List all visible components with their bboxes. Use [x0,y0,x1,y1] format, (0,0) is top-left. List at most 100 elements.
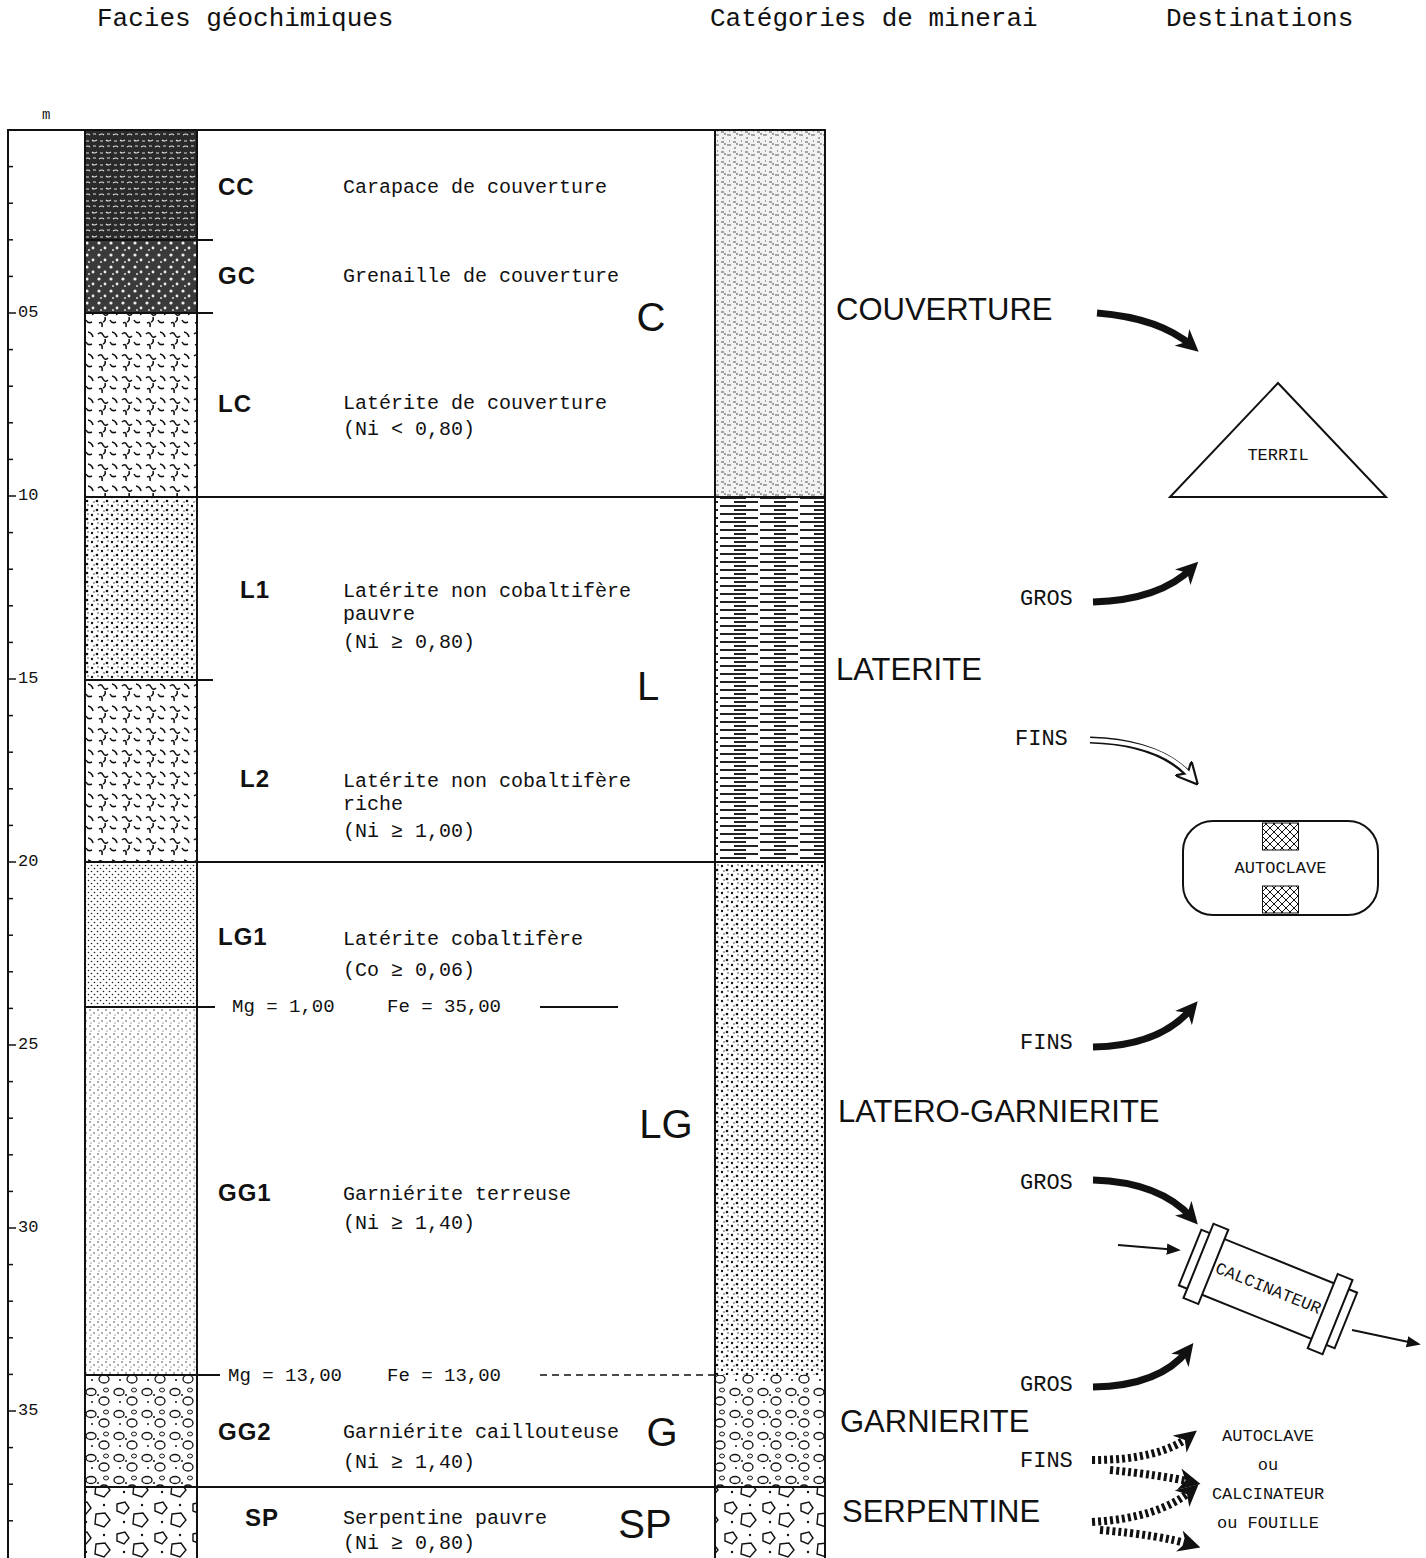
zone-letter: G [646,1409,677,1455]
depth-tick [8,971,13,973]
depth-tick [8,568,13,570]
depth-tick [8,532,13,534]
grade-condition: (Ni < 0,80) [343,418,475,441]
boundary-value: Mg = 1,00 [230,997,337,1019]
depth-tick [8,129,16,131]
depth-tick [8,934,13,936]
facies-description: Latérite non cobaltifère riche [343,770,643,816]
ore-category: SERPENTINE [842,1494,1040,1530]
boundary-value: Mg = 13,00 [226,1366,344,1388]
depth-tick [8,1008,13,1010]
spoil-heap: TERRIL [1168,380,1388,499]
depth-tick [8,1447,13,1449]
ore-category: COUVERTURE [836,292,1052,328]
depth-value: 35 [18,1401,38,1421]
facies-code: LG1 [218,923,268,951]
depth-tick [8,1264,13,1266]
zone-letter: SP [618,1501,671,1547]
size-fraction: GROS [1020,1171,1073,1196]
facies-description: Carapace de couverture [343,176,607,199]
ore-category: LATERITE [836,652,982,688]
grade-condition: (Ni ≥ 1,40) [343,1212,475,1235]
facies-code: CC [218,173,255,201]
facies-description: Garniérite caillouteuse [343,1421,619,1444]
zone-letter: C [637,294,666,340]
facies-code: GC [218,262,256,290]
depth-tick [8,678,16,680]
size-fraction: FINS [1015,727,1068,752]
facies-code: GG2 [218,1418,272,1446]
facies-description: Latérite cobaltifère [343,928,583,951]
depth-tick [8,898,13,900]
depth-tick [8,1410,16,1412]
spoil-heap-outline [1168,380,1388,499]
destination-name: TERRIL [1168,446,1388,465]
depth-tick [8,788,13,790]
autoclave-vessel: AUTOCLAVE [1182,820,1379,916]
depth-tick [8,495,16,497]
boundary-value: Fe = 13,00 [385,1366,503,1388]
destination-options: AUTOCLAVE ou CALCINATEUR ou FOUILLE [1212,1422,1324,1538]
depth-tick [8,459,13,461]
facies-code: L1 [240,576,270,604]
facies-code: GG1 [218,1179,272,1207]
ore-category: LATERO-GARNIERITE [838,1094,1160,1130]
depth-tick [8,751,13,753]
facies-description: Latérite de couverture [343,392,607,415]
column-header: Catégories de minerai [710,5,1038,35]
depth-tick [8,1374,13,1376]
grade-condition: (Ni ≥ 0,80) [343,1532,475,1555]
zone-letter: L [637,663,659,709]
depth-tick [8,1191,13,1193]
axis-unit: m [42,107,50,123]
grade-condition: (Ni ≥ 1,40) [343,1451,475,1474]
depth-tick [8,1337,13,1339]
grade-condition: (Ni ≥ 0,80) [343,631,475,654]
size-fraction: FINS [1020,1031,1073,1056]
depth-tick [8,1154,13,1156]
destination-name: AUTOCLAVE [1182,859,1379,878]
depth-value: 05 [18,303,38,323]
facies-description: Latérite non cobaltifère pauvre [343,580,643,626]
depth-tick [8,1227,16,1229]
zone-letter: LG [639,1101,692,1147]
depth-tick [8,1081,13,1083]
depth-tick [8,166,13,168]
size-fraction: GROS [1020,587,1073,612]
depth-tick [8,276,13,278]
depth-tick [8,385,13,387]
depth-tick [8,1117,13,1119]
facies-description: Garniérite terreuse [343,1183,571,1206]
depth-tick [8,349,13,351]
depth-value: 25 [18,1035,38,1055]
depth-tick [8,1483,13,1485]
depth-value: 10 [18,486,38,506]
facies-code: L2 [240,765,270,793]
column-header: Facies géochimiques [97,5,393,35]
facies-code: LC [218,390,252,418]
grade-condition: (Ni ≥ 1,00) [343,820,475,843]
size-fraction: GROS [1020,1373,1073,1398]
column-header: Destinations [1166,5,1353,35]
depth-tick [8,202,13,204]
depth-value: 15 [18,669,38,689]
depth-tick [8,642,13,644]
grade-condition: (Co ≥ 0,06) [343,959,475,982]
depth-tick [8,1044,16,1046]
size-fraction: FINS [1020,1449,1073,1474]
depth-value: 30 [18,1218,38,1238]
depth-tick [8,605,13,607]
depth-tick [8,422,13,424]
facies-description: Grenaille de couverture [343,265,619,288]
depth-tick [8,861,16,863]
depth-tick [8,1520,13,1522]
depth-value: 20 [18,852,38,872]
facies-description: Serpentine pauvre [343,1507,547,1530]
depth-tick [8,715,13,717]
ore-category: GARNIERITE [840,1404,1029,1440]
boundary-value: Fe = 35,00 [385,997,503,1019]
depth-tick [8,825,13,827]
depth-tick [8,239,13,241]
facies-code: SP [245,1504,279,1532]
